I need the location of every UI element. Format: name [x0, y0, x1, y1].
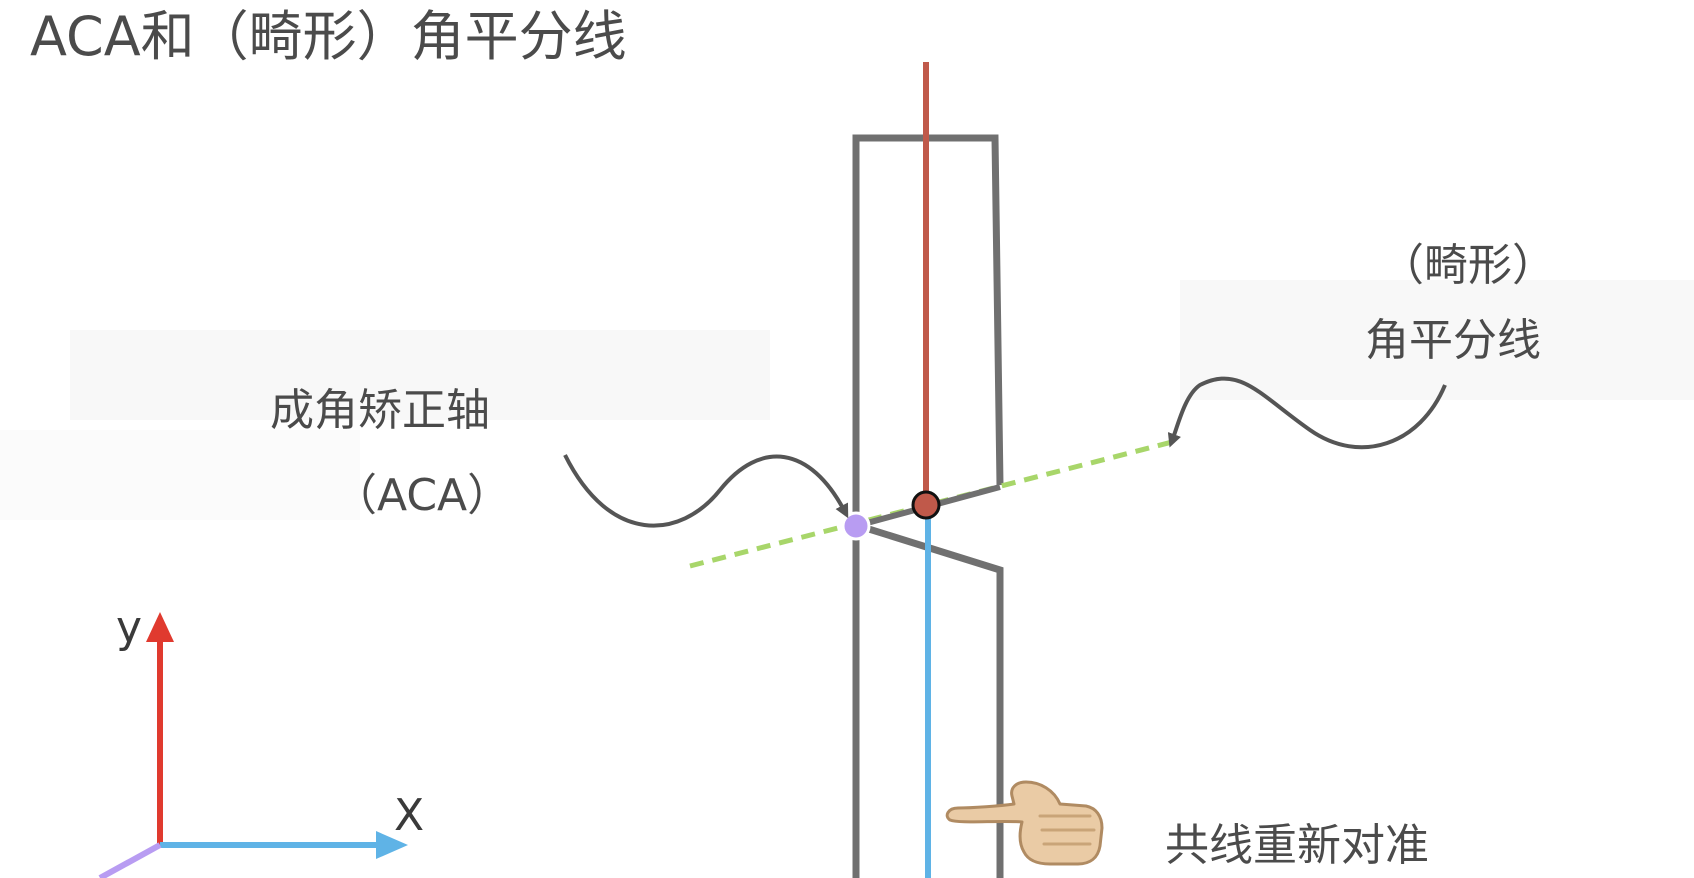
- bisector-line: [689, 437, 1181, 569]
- background-band-left: [70, 330, 770, 420]
- page-title: ACA和（畸形）角平分线: [30, 5, 627, 68]
- x-axis-label: X: [394, 790, 424, 841]
- bisector-label-line2: 角平分线: [1365, 315, 1541, 366]
- realign-label: 共线重新对准: [1165, 820, 1429, 871]
- aca-label-line2: （ACA）: [333, 470, 511, 521]
- x-axis-arrowhead: [376, 831, 408, 859]
- aca-label-line1: 成角矫正轴: [270, 385, 490, 436]
- axis-intersection-point: [911, 490, 941, 520]
- bisector-callout-arrow: [1167, 376, 1447, 450]
- background-band-lower-left: [0, 430, 360, 520]
- aca-point: [841, 511, 871, 541]
- bisector-label-line1: （畸形）: [1380, 240, 1556, 291]
- y-axis-arrowhead: [146, 612, 174, 642]
- y-axis-label: y: [116, 602, 142, 653]
- pointing-hand-icon: [945, 780, 1104, 866]
- aca-callout-arrow: [563, 454, 849, 528]
- background-band-right: [1180, 280, 1694, 400]
- z-axis-line: [98, 842, 162, 878]
